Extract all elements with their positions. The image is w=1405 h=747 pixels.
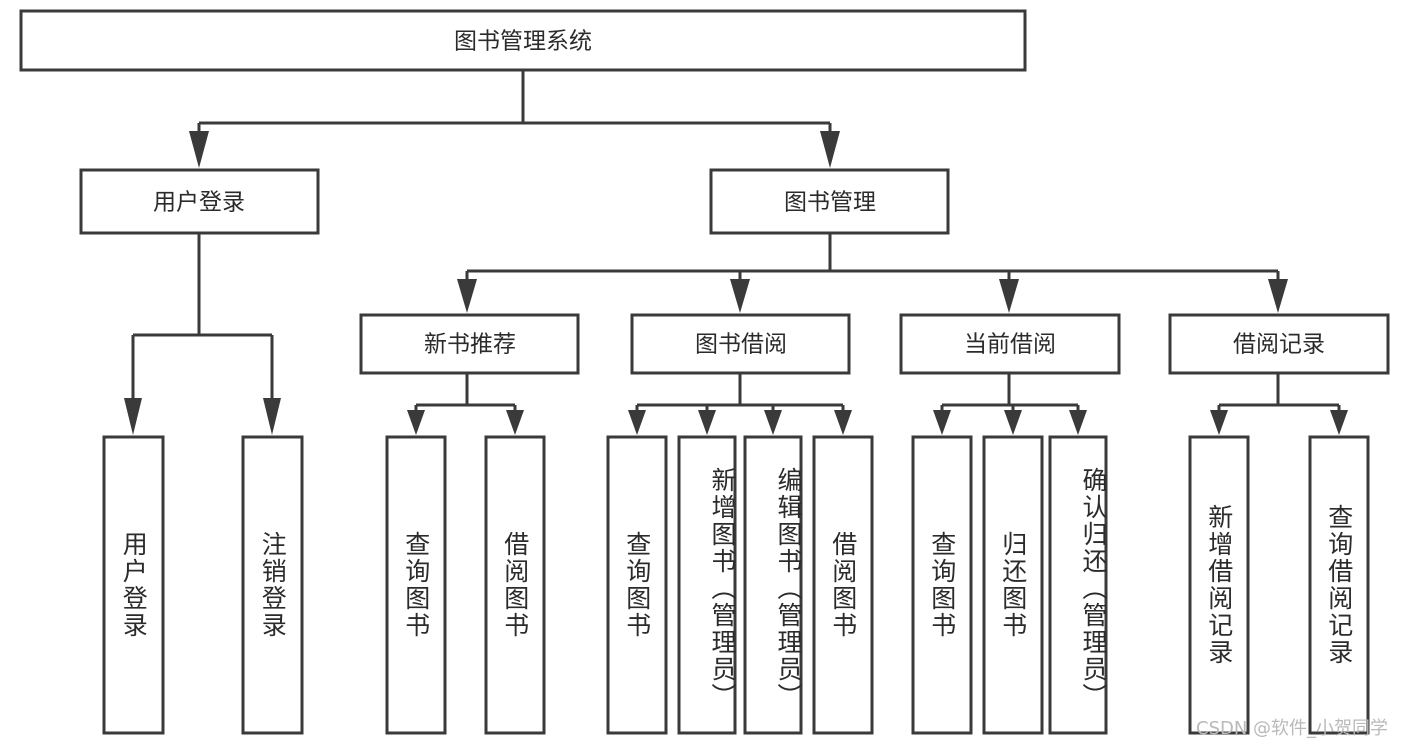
connector-group-root bbox=[189, 70, 840, 168]
arrow-borrow-leaf1-icon bbox=[628, 410, 646, 435]
arrow-bookmgmt-borrow-icon bbox=[730, 279, 750, 313]
leaf-label-user-login: 用户登录 bbox=[119, 531, 149, 639]
arrow-bookmgmt-record-icon bbox=[1268, 279, 1288, 313]
arrow-borrow-leaf4-icon bbox=[834, 410, 852, 435]
arrow-newbook-leaf1-icon bbox=[407, 410, 425, 435]
node-book-management[interactable]: 图书管理 bbox=[709, 168, 950, 235]
arrow-bookmgmt-current-icon bbox=[999, 279, 1019, 313]
node-root-box[interactable] bbox=[19, 9, 1027, 72]
arrow-newbook-leaf2-icon bbox=[506, 410, 524, 435]
connector-group-book-borrow bbox=[628, 373, 852, 435]
node-current-borrow[interactable]: 当前借阅 bbox=[899, 313, 1121, 375]
leaf-box-borrow-book-new[interactable] bbox=[484, 435, 546, 735]
node-new-book-recommend-label: 新书推荐 bbox=[424, 332, 516, 358]
node-book-management-label: 图书管理 bbox=[784, 190, 876, 216]
leaf-box-query-book-new[interactable] bbox=[385, 435, 447, 735]
node-book-borrow-label: 图书借阅 bbox=[695, 332, 787, 358]
node-book-management-box[interactable] bbox=[709, 168, 950, 235]
leaf-label-query-book-current: 查询图书 bbox=[927, 531, 957, 639]
leaf-box-logout[interactable] bbox=[241, 435, 304, 735]
node-user-login[interactable]: 用户登录 bbox=[79, 168, 320, 235]
arrow-root-to-login-icon bbox=[189, 131, 209, 168]
node-borrow-record-label: 借阅记录 bbox=[1233, 332, 1325, 358]
leaf-box-add-book-admin[interactable] bbox=[677, 435, 737, 735]
node-root[interactable]: 图书管理系统 bbox=[19, 9, 1027, 72]
leaf-box-query-borrow-record[interactable] bbox=[1308, 435, 1370, 735]
arrow-current-leaf3-icon bbox=[1069, 410, 1087, 435]
node-book-borrow[interactable]: 图书借阅 bbox=[630, 313, 851, 375]
leaf-label-query-borrow-record: 查询借阅记录 bbox=[1324, 504, 1354, 666]
arrow-current-leaf1-icon bbox=[933, 410, 951, 435]
node-user-login-box[interactable] bbox=[79, 168, 320, 235]
arrow-bookmgmt-new-icon bbox=[457, 279, 477, 313]
leaf-label-borrow-book-new: 借阅图书 bbox=[500, 531, 530, 639]
connector-group-book-management bbox=[457, 233, 1288, 313]
arrow-borrow-leaf2-icon bbox=[698, 410, 716, 435]
connector-group-current-borrow bbox=[933, 373, 1087, 435]
leaf-box-edit-book-admin[interactable] bbox=[743, 435, 803, 735]
arrow-record-leaf1-icon bbox=[1210, 410, 1228, 435]
arrow-borrow-leaf3-icon bbox=[764, 410, 782, 435]
connector-group-new-book bbox=[407, 373, 524, 435]
arrow-record-leaf2-icon bbox=[1330, 410, 1348, 435]
leaf-label-query-book-borrow: 查询图书 bbox=[622, 531, 652, 639]
leaf-box-user-login[interactable] bbox=[102, 435, 165, 735]
node-new-book-recommend-box[interactable] bbox=[359, 313, 580, 375]
leaf-label-edit-book-admin: 编辑图书（管理员） bbox=[774, 466, 803, 710]
arrow-login-leaf2-icon bbox=[263, 398, 281, 435]
node-current-borrow-box[interactable] bbox=[899, 313, 1121, 375]
leaf-box-query-book-current[interactable] bbox=[911, 435, 973, 735]
leaf-label-return-book: 归还图书 bbox=[998, 531, 1028, 639]
leaf-box-group bbox=[102, 435, 1370, 735]
leaf-box-query-book-borrow[interactable] bbox=[606, 435, 668, 735]
leaf-label-borrow-book: 借阅图书 bbox=[828, 531, 858, 639]
leaf-box-add-borrow-record[interactable] bbox=[1188, 435, 1250, 735]
node-borrow-record-box[interactable] bbox=[1168, 313, 1390, 375]
leaf-label-add-book-admin: 新增图书（管理员） bbox=[708, 466, 737, 710]
node-borrow-record[interactable]: 借阅记录 bbox=[1168, 313, 1390, 375]
leaf-label-confirm-return-admin: 确认归还（管理员） bbox=[1079, 466, 1108, 710]
node-user-login-label: 用户登录 bbox=[153, 190, 245, 216]
node-root-label: 图书管理系统 bbox=[454, 29, 592, 55]
node-current-borrow-label: 当前借阅 bbox=[964, 332, 1056, 358]
arrow-current-leaf2-icon bbox=[1004, 410, 1022, 435]
leaf-label-query-book-new: 查询图书 bbox=[401, 531, 431, 639]
leaf-box-return-book[interactable] bbox=[982, 435, 1044, 735]
arrow-login-leaf1-icon bbox=[124, 398, 142, 435]
leaf-label-logout: 注销登录 bbox=[258, 531, 288, 639]
leaf-label-add-borrow-record: 新增借阅记录 bbox=[1204, 504, 1234, 666]
arrow-root-to-bookmgmt-icon bbox=[820, 131, 840, 168]
leaf-box-confirm-return-admin[interactable] bbox=[1048, 435, 1108, 735]
node-book-borrow-box[interactable] bbox=[630, 313, 851, 375]
connector-group-borrow-record bbox=[1210, 373, 1348, 435]
csdn-watermark: CSDN @软件_小贺同学 bbox=[1196, 718, 1389, 739]
connector-group-user-login bbox=[124, 233, 281, 435]
leaf-box-borrow-book[interactable] bbox=[812, 435, 874, 735]
node-new-book-recommend[interactable]: 新书推荐 bbox=[359, 313, 580, 375]
